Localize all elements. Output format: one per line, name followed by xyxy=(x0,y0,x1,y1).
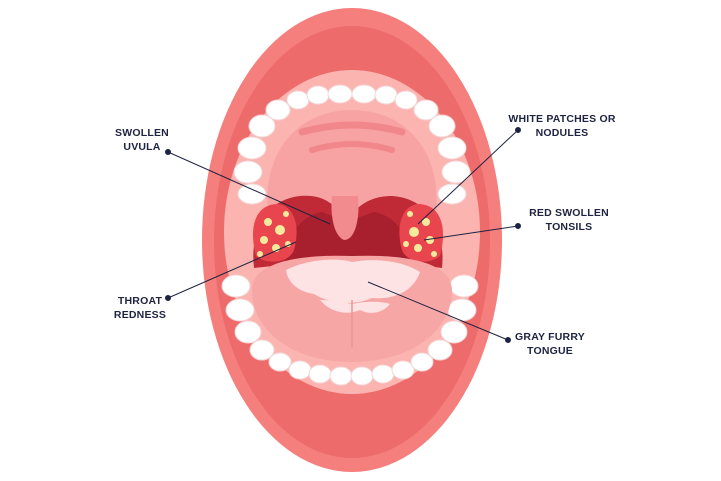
label-line: SWOLLEN xyxy=(115,127,169,139)
palate xyxy=(267,110,437,212)
patch xyxy=(422,218,430,226)
lower-tooth xyxy=(221,274,251,298)
label-white-patches: WHITE PATCHES OR NODULES xyxy=(502,112,622,140)
lower-tooth xyxy=(225,298,255,322)
lower-tooth xyxy=(391,360,415,380)
tongue-coating xyxy=(286,259,420,303)
palate-ridge xyxy=(309,141,395,153)
patch xyxy=(407,211,413,217)
lower-tooth xyxy=(268,352,292,372)
pointer-dot xyxy=(515,223,521,229)
label-line: RED SWOLLEN xyxy=(529,207,609,219)
label-line: REDNESS xyxy=(113,309,167,321)
upper-tooth xyxy=(351,84,377,104)
upper-tooth xyxy=(441,160,471,184)
label-line: UVULA xyxy=(123,141,161,153)
upper-tooth xyxy=(394,90,418,110)
pointer-dot xyxy=(165,149,171,155)
left-tonsil xyxy=(252,204,297,262)
pointer-swollen-uvula xyxy=(167,151,331,225)
label-line: GRAY FURRY xyxy=(515,331,585,343)
pointer-white-patches xyxy=(417,129,519,225)
patch xyxy=(264,218,272,226)
label-swollen-uvula: SWOLLEN UVULA xyxy=(110,126,174,154)
label-line: TONGUE xyxy=(527,345,573,357)
patch xyxy=(426,236,434,244)
upper-tooth xyxy=(374,85,398,105)
lower-tooth xyxy=(371,364,395,384)
patch xyxy=(409,227,419,237)
pointer-red-swollen-tonsils xyxy=(423,225,519,241)
patch xyxy=(431,251,437,257)
patch xyxy=(283,211,289,217)
label-line: TONSILS xyxy=(545,221,593,233)
upper-teeth xyxy=(233,84,471,205)
lower-tooth xyxy=(427,339,453,361)
upper-tooth xyxy=(265,99,291,121)
lower-tooth xyxy=(288,360,312,380)
pointer-throat-redness xyxy=(167,241,297,299)
lower-tooth xyxy=(440,320,468,344)
pointer-lines xyxy=(165,127,521,343)
upper-tooth xyxy=(306,85,330,105)
patch xyxy=(260,236,268,244)
lower-tooth xyxy=(308,364,332,384)
upper-tooth xyxy=(237,183,267,205)
right-tonsil xyxy=(399,204,444,262)
upper-tooth xyxy=(237,136,267,160)
uvula xyxy=(331,196,359,240)
patch xyxy=(285,241,291,247)
palate-ridge xyxy=(298,121,406,136)
lower-tooth xyxy=(350,366,374,386)
upper-tooth xyxy=(413,99,439,121)
lower-tooth xyxy=(249,339,275,361)
lower-tooth xyxy=(329,366,353,386)
label-line: THROAT xyxy=(117,295,163,307)
pointer-dot xyxy=(165,295,171,301)
pointer-dot xyxy=(515,127,521,133)
label-throat-redness: THROAT REDNESS xyxy=(108,294,172,322)
patch xyxy=(403,241,409,247)
upper-tooth xyxy=(428,114,456,138)
patch xyxy=(275,225,285,235)
pointer-gray-furry-tongue xyxy=(367,281,509,341)
upper-tooth xyxy=(248,114,276,138)
lower-tooth xyxy=(234,320,262,344)
label-line: WHITE PATCHES OR xyxy=(508,113,616,125)
lower-teeth xyxy=(221,274,479,386)
patch xyxy=(257,251,263,257)
upper-tooth xyxy=(233,160,263,184)
upper-tooth xyxy=(327,84,353,104)
upper-tooth xyxy=(286,90,310,110)
upper-tooth xyxy=(437,136,467,160)
lower-tooth xyxy=(449,274,479,298)
lower-tooth xyxy=(447,298,477,322)
tonsil-patches xyxy=(257,211,437,257)
label-red-swollen-tonsils: RED SWOLLEN TONSILS xyxy=(524,206,614,234)
label-gray-furry-tongue: GRAY FURRY TONGUE xyxy=(510,330,590,358)
patch xyxy=(414,244,422,252)
pointer-dot xyxy=(505,337,511,343)
label-line: NODULES xyxy=(535,127,589,139)
tongue-coating xyxy=(320,300,390,313)
lower-tooth xyxy=(410,352,434,372)
